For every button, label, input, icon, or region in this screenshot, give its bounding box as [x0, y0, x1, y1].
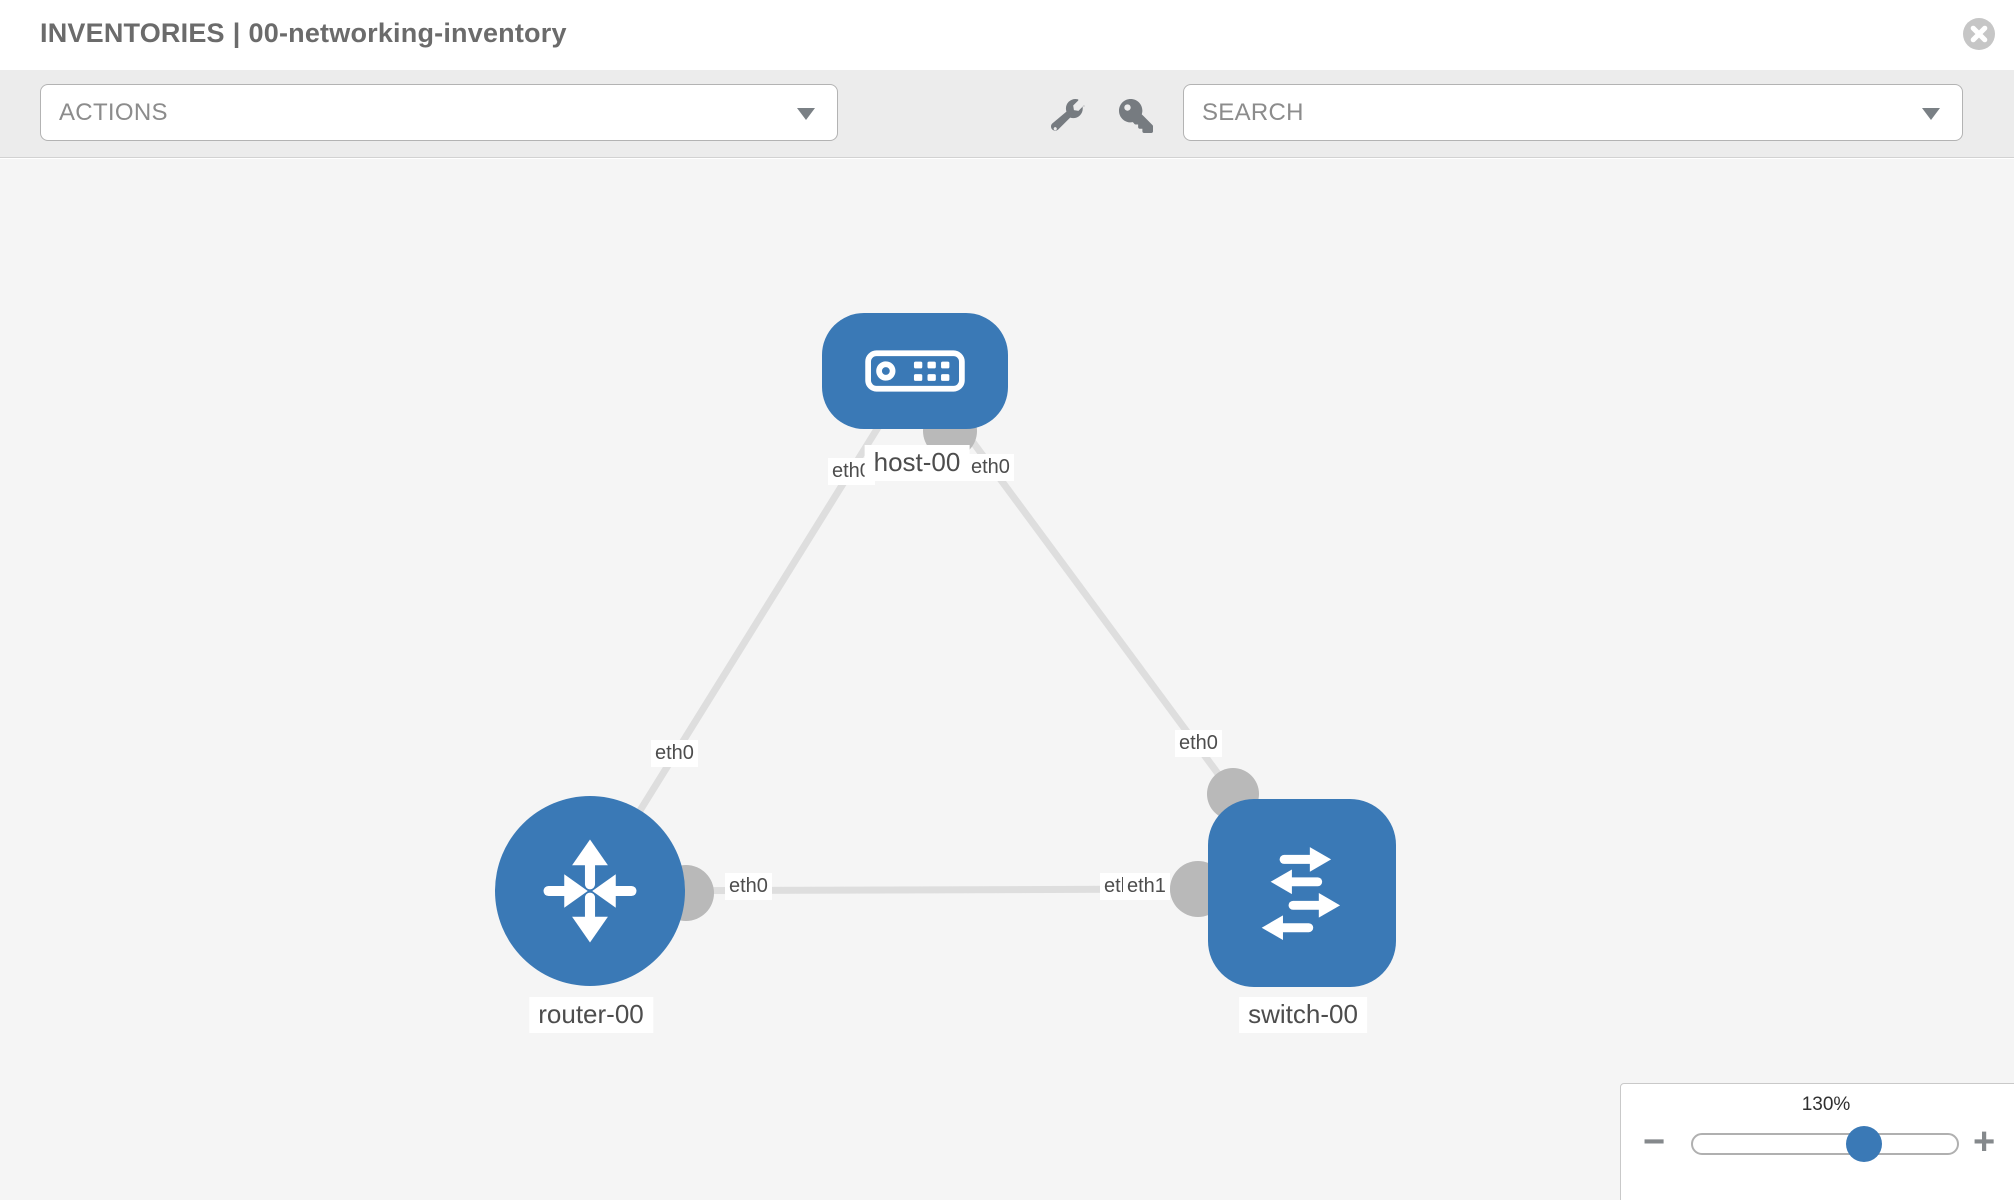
node-label-router-00: router-00 — [529, 997, 653, 1033]
breadcrumb-section: INVENTORIES — [40, 18, 225, 48]
page-title: INVENTORIES|00-networking-inventory — [40, 18, 567, 49]
titlebar: INVENTORIES|00-networking-inventory — [0, 0, 2014, 70]
actions-dropdown-label: ACTIONS — [59, 98, 168, 126]
wrench-icon — [1051, 99, 1085, 131]
chevron-down-icon — [797, 107, 815, 120]
node-label-switch-00: switch-00 — [1239, 997, 1367, 1033]
node-router-00[interactable] — [495, 796, 685, 986]
zoom-slider-track[interactable] — [1691, 1133, 1959, 1155]
interface-label: eth1 — [1123, 873, 1170, 900]
zoom-in-button[interactable]: + — [1973, 1121, 1996, 1163]
node-label-host-00: host-00 — [864, 445, 970, 481]
interface-label: eth0 — [725, 873, 772, 900]
minus-icon: − — [1643, 1121, 1666, 1163]
host-icon — [865, 350, 965, 392]
router-icon — [543, 839, 637, 943]
close-icon — [1963, 18, 1995, 50]
credentials-button[interactable] — [1116, 96, 1156, 136]
chevron-down-icon — [1922, 107, 1940, 120]
topology-canvas[interactable]: eth0 eth0 eth0 eth0 eth0 eth0 eth1 host-… — [0, 159, 2014, 1200]
breadcrumb-inventory-name: 00-networking-inventory — [248, 18, 567, 48]
links-layer — [587, 381, 1259, 921]
close-button[interactable] — [1962, 17, 1996, 51]
breadcrumb-separator: | — [232, 18, 241, 48]
link-host-switch[interactable] — [927, 381, 1236, 797]
node-host-00[interactable] — [822, 313, 1008, 429]
interface-label: eth0 — [967, 454, 1014, 481]
search-dropdown[interactable]: SEARCH — [1183, 84, 1963, 141]
interface-label: eth0 — [651, 740, 698, 767]
configure-button[interactable] — [1048, 96, 1088, 136]
zoom-out-button[interactable]: − — [1643, 1121, 1666, 1163]
key-icon — [1119, 99, 1153, 133]
zoom-panel: 130% − + — [1620, 1083, 2014, 1200]
toolbar: ACTIONS SEARCH — [0, 70, 2014, 158]
interface-label: eth0 — [1175, 730, 1222, 757]
switch-icon — [1261, 847, 1341, 941]
zoom-level-value: 130% — [1801, 1094, 1851, 1115]
plus-icon: + — [1973, 1121, 1996, 1163]
actions-dropdown[interactable]: ACTIONS — [40, 84, 838, 141]
zoom-slider-thumb[interactable] — [1846, 1126, 1882, 1162]
node-switch-00[interactable] — [1208, 799, 1396, 987]
search-dropdown-label: SEARCH — [1202, 98, 1304, 126]
